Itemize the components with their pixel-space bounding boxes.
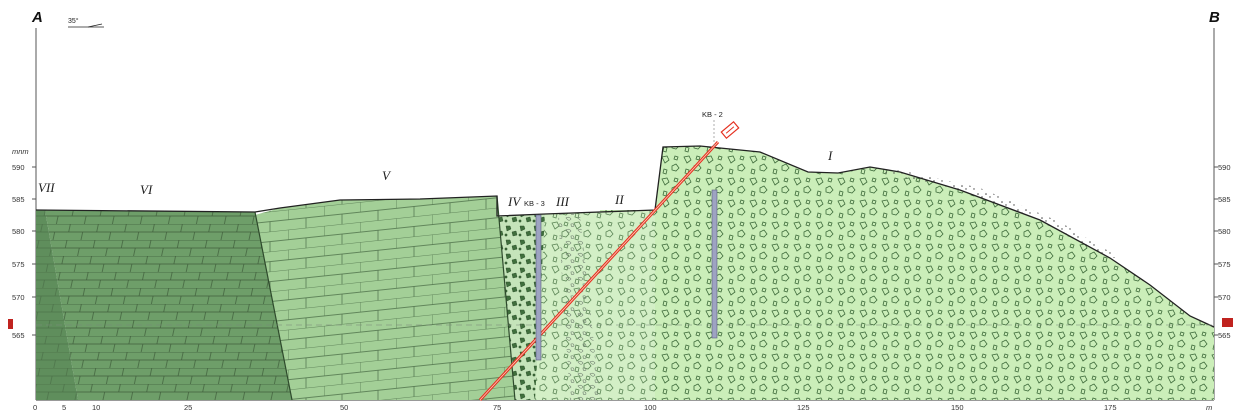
distance-tick-label: 125 <box>797 403 810 412</box>
elevation-tick-label: 580 <box>1218 227 1231 236</box>
elevation-tick-label: 585 <box>12 195 25 204</box>
elevation-tick-label: 575 <box>1218 260 1231 269</box>
elevation-tick-label: 570 <box>12 293 25 302</box>
elevation-unit-label: mnm <box>12 147 29 156</box>
left-section-marker <box>8 319 13 329</box>
elevation-tick-label: 565 <box>12 331 25 340</box>
dip-indicator: 35° <box>68 17 104 28</box>
zone-label: III <box>555 194 570 209</box>
distance-axis: 0 5 10 25 50 75 100 125 150 175 <box>33 403 1117 412</box>
distance-unit-label: m <box>1206 403 1212 412</box>
dip-label: 35° <box>68 17 79 25</box>
elevation-tick-label: 575 <box>12 260 25 269</box>
distance-tick-label: 150 <box>951 403 964 412</box>
distance-tick-label: 175 <box>1104 403 1117 412</box>
ground-surface <box>35 145 1215 328</box>
borehole-label: KB - 3 <box>524 199 545 208</box>
section-start-label: A <box>31 9 43 26</box>
borehole-KB-2 <box>711 189 718 339</box>
distance-tick-label: 0 <box>33 403 37 412</box>
elevation-tick-label: 565 <box>1218 331 1231 340</box>
distance-tick-label: 25 <box>184 403 192 412</box>
distance-tick-label: 100 <box>644 403 657 412</box>
elevation-tick-label: 580 <box>12 227 25 236</box>
zone-III-band <box>558 214 600 400</box>
zone-label: V <box>382 168 392 183</box>
distance-tick-label: 50 <box>340 403 348 412</box>
borehole-label: KB - 2 <box>702 110 723 119</box>
fault-symbol <box>720 120 740 140</box>
zone-label: VII <box>38 180 55 195</box>
zone-label: VI <box>140 182 153 197</box>
elevation-tick-label: 590 <box>1218 163 1231 172</box>
zone-label: I <box>827 148 833 163</box>
borehole-KB-3 <box>535 214 542 361</box>
distance-tick-label: 5 <box>62 403 66 412</box>
zone-label: II <box>614 192 624 207</box>
section-end-label: B <box>1209 9 1220 26</box>
distance-tick-label: 75 <box>493 403 501 412</box>
elevation-axis-right: 590 585 580 575 570 565 <box>1214 163 1231 340</box>
elevation-tick-label: 590 <box>12 163 25 172</box>
elevation-tick-label: 585 <box>1218 195 1231 204</box>
elevation-axis-left: 590 585 580 575 570 565 <box>12 163 36 340</box>
right-section-marker <box>1222 318 1233 327</box>
elevation-tick-label: 570 <box>1218 293 1231 302</box>
distance-tick-label: 10 <box>92 403 100 412</box>
zone-label: IV <box>507 194 522 209</box>
soil-cover <box>880 170 1120 258</box>
